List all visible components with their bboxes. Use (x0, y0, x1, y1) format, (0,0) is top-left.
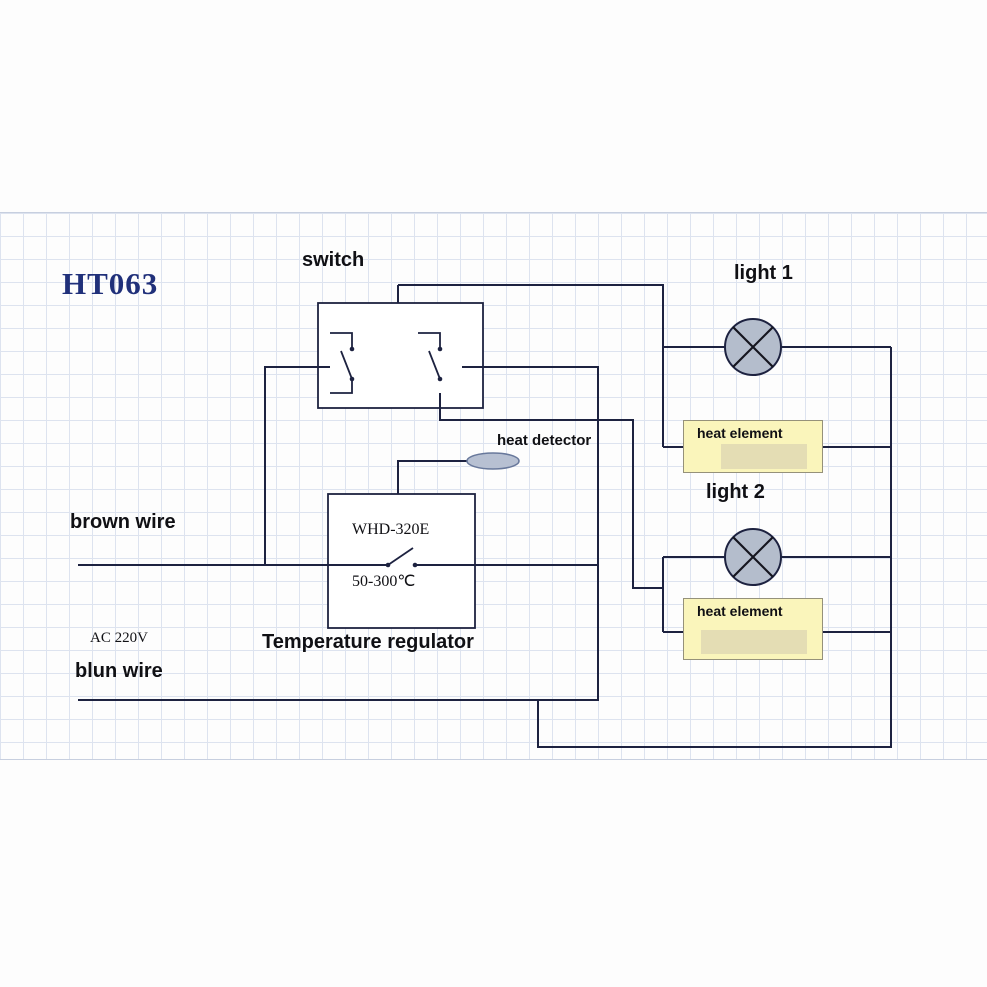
regulator-contact-symbol (385, 547, 418, 568)
light1-label: light 1 (734, 262, 793, 284)
blue-wire-label: blun wire (75, 660, 163, 682)
heat-detector-label: heat detector (497, 432, 592, 449)
heat-element-1-box: heat element (683, 420, 823, 473)
temperature-regulator-box (327, 493, 476, 629)
temperature-regulator-label: Temperature regulator (262, 631, 474, 653)
wires (78, 284, 892, 748)
heat-element-2-box: heat element (683, 598, 823, 660)
light1-lamp-symbol (724, 318, 782, 376)
heat-detector-symbol (466, 452, 520, 470)
heat-element-2-patch (701, 630, 807, 654)
ac-voltage-label: AC 220V (90, 630, 148, 646)
light2-lamp-symbol (724, 528, 782, 586)
graph-paper-background (0, 212, 987, 760)
heat-element-1-label: heat element (697, 425, 783, 441)
switch-label: switch (302, 249, 365, 271)
heat-element-1-patch (721, 444, 807, 469)
switch-pole-2-symbol (418, 332, 443, 382)
switch-pole-1-symbol (330, 332, 355, 394)
regulator-model-text: WHD-320E (352, 521, 430, 538)
diagram-title: HT063 (62, 266, 159, 301)
brown-wire-label: brown wire (70, 511, 176, 533)
switch-box (317, 302, 484, 409)
light2-label: light 2 (706, 481, 765, 503)
regulator-range-text: 50-300℃ (352, 573, 416, 590)
heat-element-2-label: heat element (697, 603, 783, 619)
